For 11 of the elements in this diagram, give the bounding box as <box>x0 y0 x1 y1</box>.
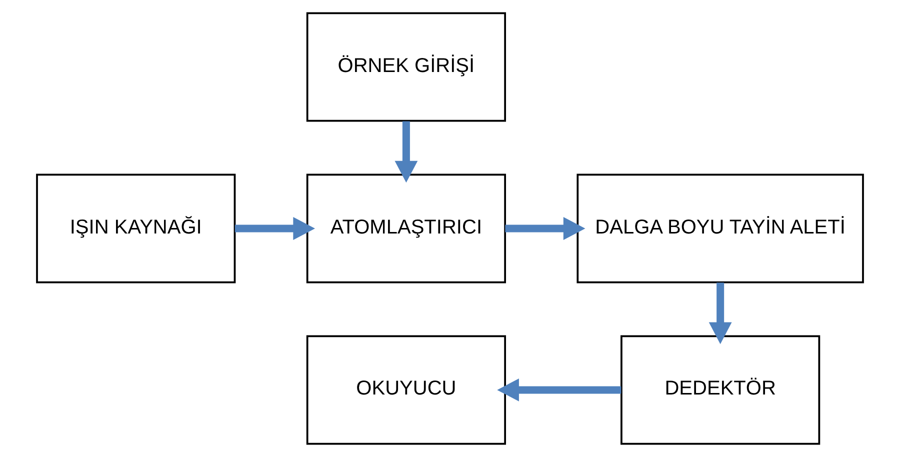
node-box: ÖRNEK GİRİŞİ <box>306 12 506 122</box>
arrow <box>394 121 418 183</box>
node-box: ATOMLAŞTIRICI <box>306 174 506 284</box>
node-box: OKUYUCU <box>306 335 506 445</box>
node-box: IŞIN KAYNAĞI <box>36 174 236 284</box>
arrow <box>497 378 622 402</box>
arrow <box>505 217 586 240</box>
node-box: DEDEKTÖR <box>620 335 820 445</box>
arrow <box>708 282 732 344</box>
node-box: DALGA BOYU TAYİN ALETİ <box>576 174 864 284</box>
arrow <box>234 217 316 240</box>
